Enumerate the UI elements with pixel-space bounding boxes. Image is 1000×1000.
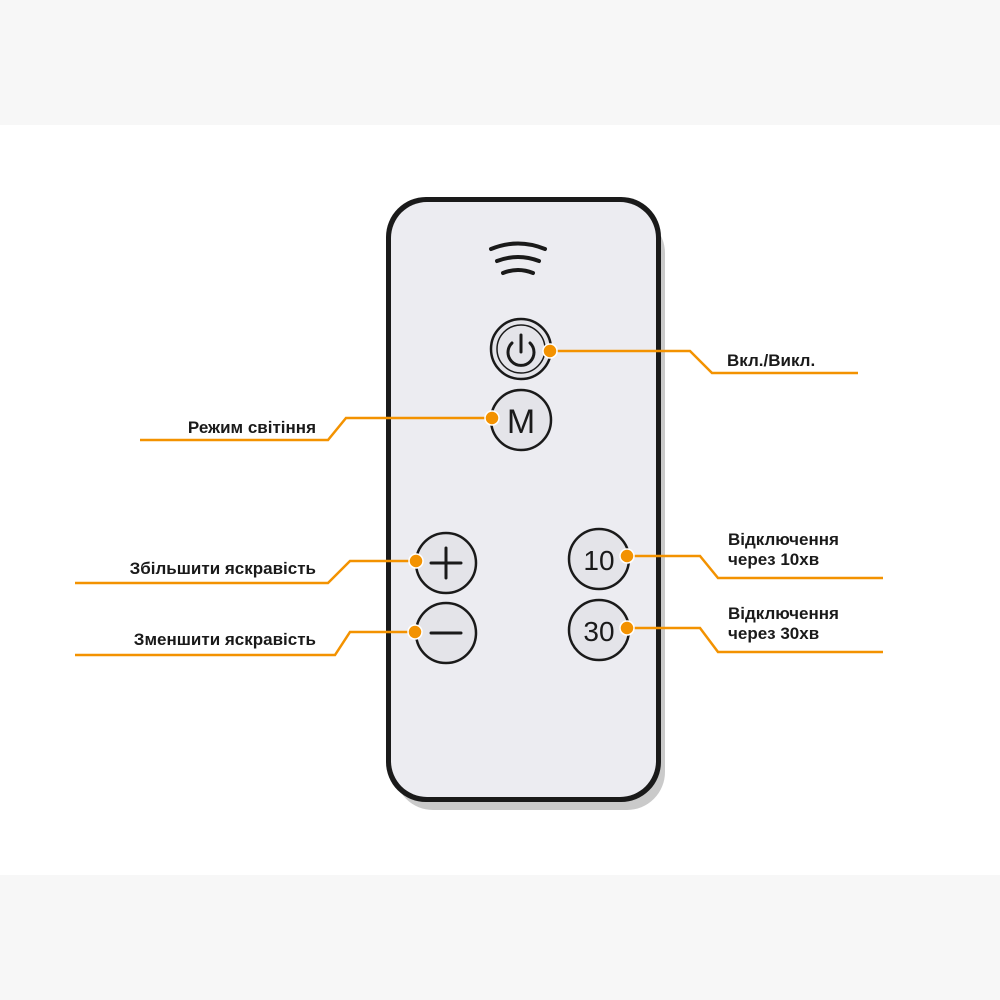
connector-mode bbox=[140, 416, 492, 442]
dot-minus bbox=[407, 624, 423, 640]
power-label: Вкл./Викл. bbox=[727, 351, 815, 371]
power-label-text: Вкл./Викл. bbox=[727, 351, 816, 370]
background-band-bottom bbox=[0, 875, 1000, 1000]
connector-minus bbox=[75, 630, 415, 657]
connector-timer30 bbox=[627, 626, 883, 654]
mode-label: Режим світіння bbox=[188, 418, 316, 438]
dot-power bbox=[542, 343, 558, 359]
brightness-down-button[interactable] bbox=[414, 601, 478, 665]
connector-power bbox=[550, 349, 858, 375]
wifi-signal-icon bbox=[489, 241, 547, 275]
mode-button[interactable]: M bbox=[489, 388, 553, 452]
timer-10-caption-line-1: Відключення bbox=[728, 530, 839, 549]
timer-10-label: 10 bbox=[583, 545, 614, 576]
timer-30-caption-line-1: Відключення bbox=[728, 604, 839, 623]
connector-plus bbox=[75, 559, 416, 585]
remote-face bbox=[391, 202, 656, 797]
dot-timer10 bbox=[619, 548, 635, 564]
dot-mode bbox=[484, 410, 500, 426]
power-icon bbox=[506, 333, 536, 367]
brightness-up-button[interactable] bbox=[414, 531, 478, 595]
plus-icon bbox=[429, 546, 463, 580]
brightness-down-label: Зменшити яскравість bbox=[134, 630, 316, 650]
brightness-down-label-text: Зменшити яскравість bbox=[133, 630, 316, 649]
background-band-top bbox=[0, 0, 1000, 125]
timer-30-label: 30 bbox=[583, 616, 614, 647]
connector-timer10 bbox=[627, 554, 883, 580]
timer-30-caption-line-2: через 30хв bbox=[728, 624, 820, 643]
remote-control bbox=[386, 197, 665, 810]
dot-timer30 bbox=[619, 620, 635, 636]
timer-10-caption-line-2: через 10хв bbox=[728, 550, 820, 569]
timer-10-caption: Відключення через 10хв bbox=[728, 530, 839, 570]
brightness-up-label-text: Збільшити яскравість bbox=[129, 559, 316, 578]
power-button[interactable] bbox=[489, 317, 553, 381]
dot-plus bbox=[408, 553, 424, 569]
mode-button-label: M bbox=[507, 403, 535, 441]
brightness-up-label: Збільшити яскравість bbox=[130, 559, 316, 579]
mode-label-text: Режим світіння bbox=[187, 418, 316, 437]
timer-30-caption: Відключення через 30хв bbox=[728, 604, 839, 644]
